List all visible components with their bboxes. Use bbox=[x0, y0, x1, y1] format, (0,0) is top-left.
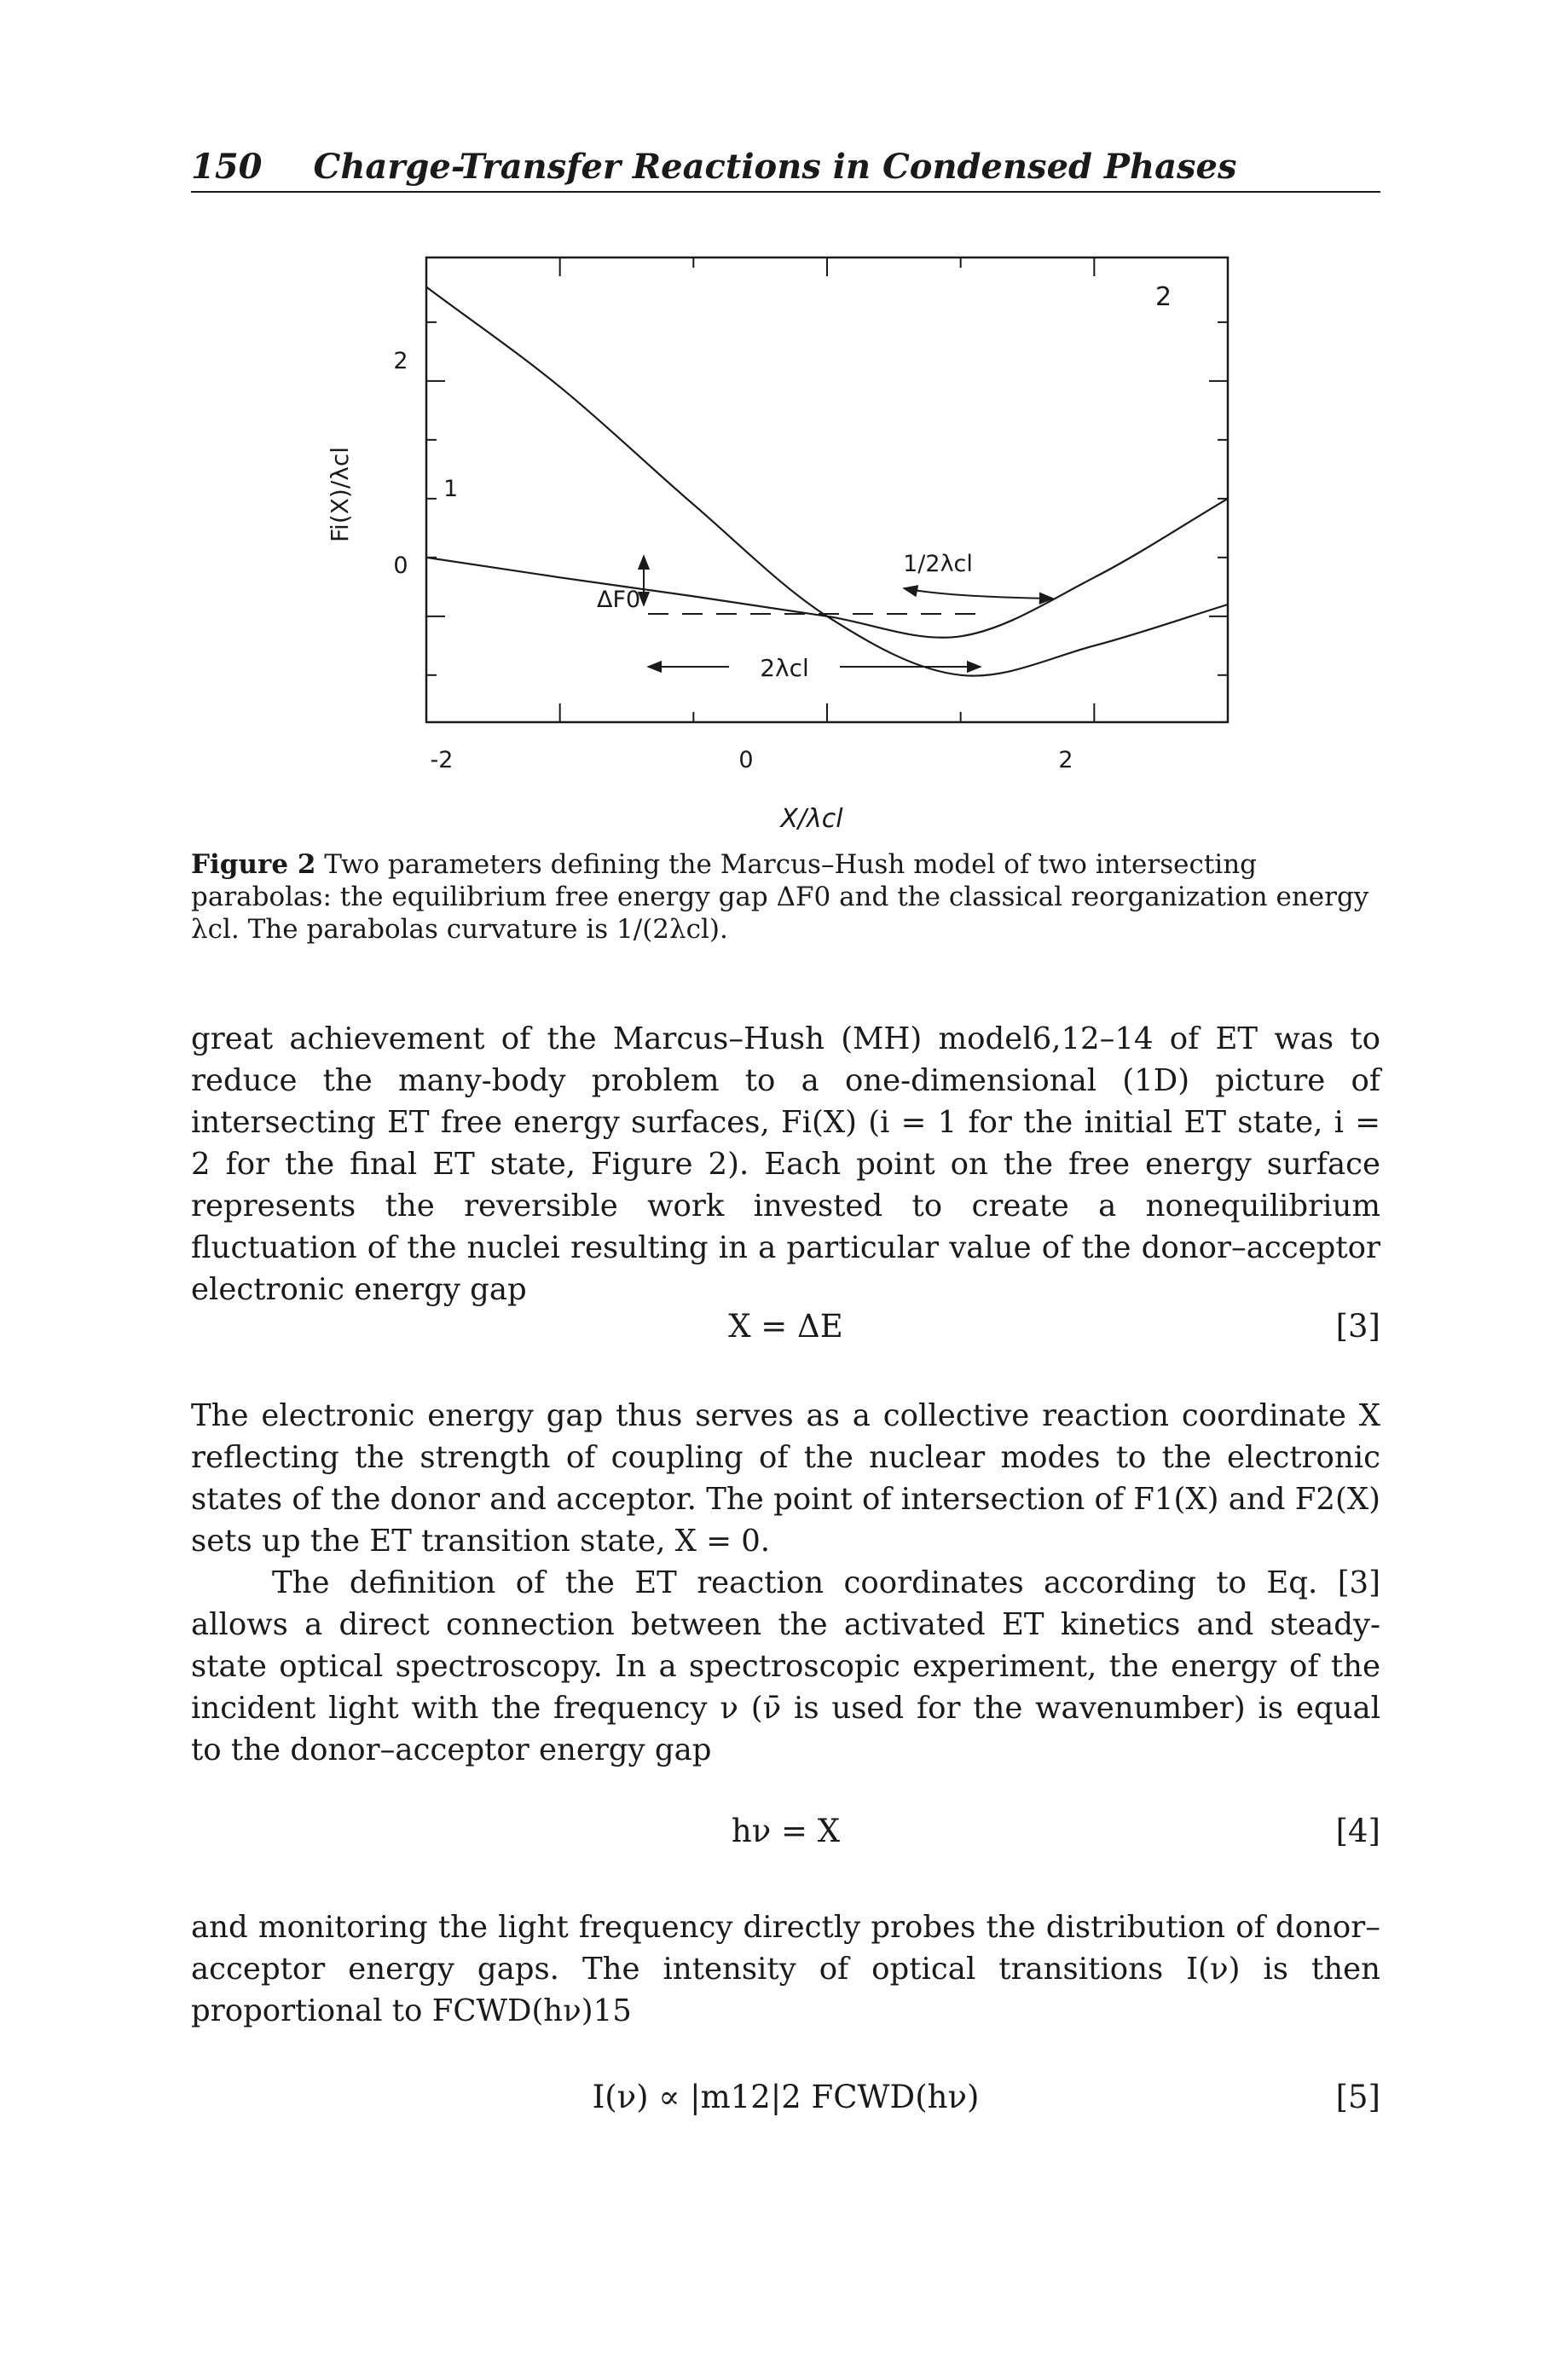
plot-frame bbox=[425, 256, 1230, 724]
equation-4: hν = X [4] bbox=[191, 1809, 1380, 1854]
caption-text: Two parameters defining the Marcus–Hush … bbox=[191, 849, 1369, 945]
equation-3-text: X = ΔE bbox=[728, 1308, 843, 1345]
paragraph-1: great achievement of the Marcus–Hush (MH… bbox=[191, 1021, 1380, 1307]
equation-4-text: hν = X bbox=[731, 1813, 841, 1849]
x-tick-label-2: 2 bbox=[1058, 747, 1073, 773]
x-tick-label-0: 0 bbox=[738, 747, 753, 773]
equation-3-number: [3] bbox=[1335, 1308, 1380, 1345]
paragraph-3: The definition of the ET reaction coordi… bbox=[191, 1565, 1380, 1767]
curve-label-2: 2 bbox=[1155, 282, 1172, 312]
equation-4-number: [4] bbox=[1335, 1813, 1380, 1849]
marcus-parabola-chart: 1 2 2 0 -2 0 2 X/λcl Fi(X)/λcl ΔF0 1/2λc… bbox=[326, 256, 1230, 834]
y-tick-label-2: 2 bbox=[393, 348, 408, 374]
curve-label-1: 1 bbox=[443, 476, 458, 502]
tick-marks bbox=[426, 257, 1228, 722]
x-axis-label: X/λcl bbox=[778, 804, 843, 834]
half-curvature-label: 1/2λcl bbox=[903, 551, 973, 577]
equation-5-text: I(ν) ∝ |m12|2 FCWD(hν) bbox=[592, 2079, 980, 2115]
paragraph-4: and monitoring the light frequency direc… bbox=[191, 1910, 1380, 2028]
figure-2: 1 2 2 0 -2 0 2 X/λcl Fi(X)/λcl ΔF0 1/2λc… bbox=[290, 247, 1296, 847]
figure-caption: Figure 2 Two parameters defining the Mar… bbox=[191, 848, 1380, 946]
delta-f0-label: ΔF0 bbox=[597, 587, 640, 613]
page-number: 150 bbox=[191, 147, 263, 187]
running-head: 150 Charge-Transfer Reactions in Condense… bbox=[191, 143, 1380, 193]
two-lambda-label: 2λcl bbox=[760, 654, 809, 682]
paragraph-2: The electronic energy gap thus serves as… bbox=[191, 1398, 1380, 1559]
caption-label: Figure 2 bbox=[191, 849, 316, 880]
running-title: Charge-Transfer Reactions in Condensed P… bbox=[313, 147, 1237, 187]
equation-3: X = ΔE [3] bbox=[191, 1304, 1380, 1349]
equation-5: I(ν) ∝ |m12|2 FCWD(hν) [5] bbox=[191, 2075, 1380, 2120]
x-tick-label-neg2: -2 bbox=[431, 747, 454, 773]
y-axis-label: Fi(X)/λcl bbox=[326, 447, 354, 542]
y-tick-label-0: 0 bbox=[393, 552, 408, 579]
half-curvature-arrow bbox=[902, 585, 1055, 605]
parabola-2 bbox=[425, 286, 1229, 677]
equation-5-number: [5] bbox=[1335, 2079, 1380, 2115]
